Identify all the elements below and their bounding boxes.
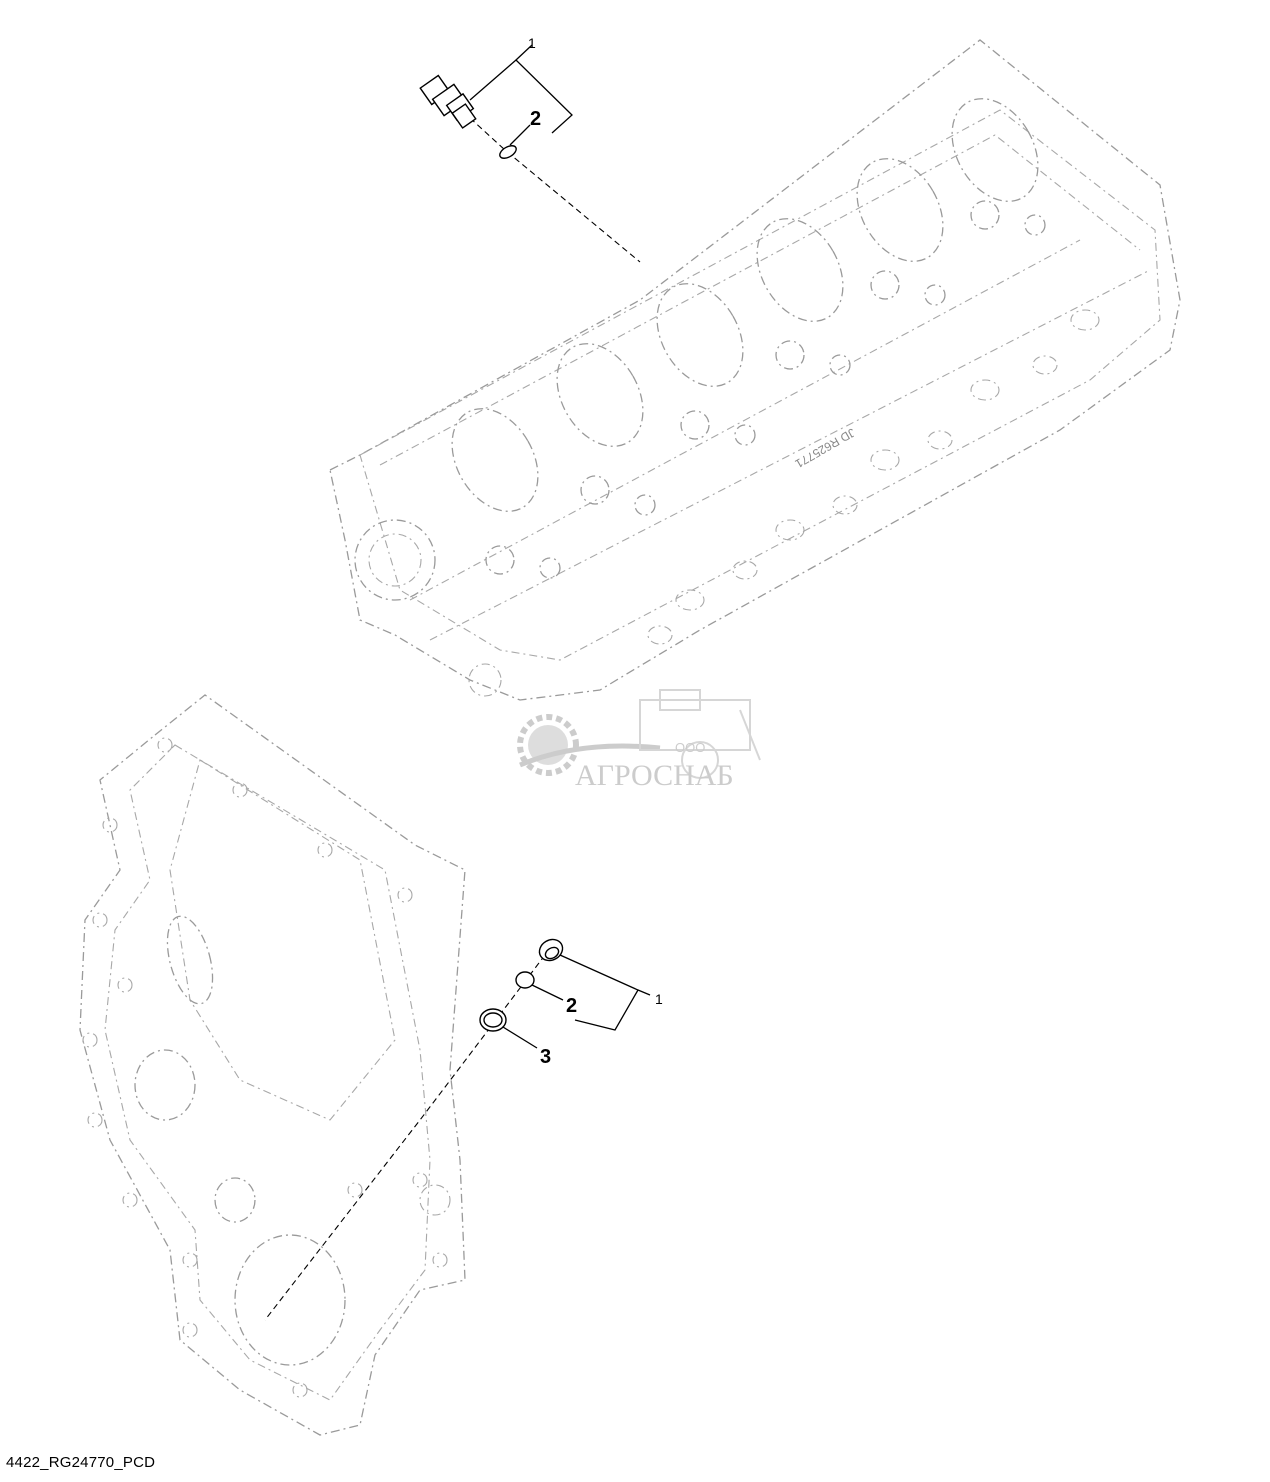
- gear-logo-icon: [517, 714, 661, 776]
- upper-sensor-assembly: 1 2: [419, 35, 641, 263]
- o-ring-icon: [515, 971, 535, 989]
- cover-bolt-holes: [82, 737, 448, 1398]
- temperature-sensor-icon: [419, 74, 477, 129]
- side-ports: [647, 309, 1100, 645]
- watermark-prefix: ООО: [675, 740, 705, 755]
- watermark: ООО АГРОСНАБ: [517, 689, 761, 792]
- upper-explosion-line: [469, 117, 641, 263]
- callout-2-upper: 2: [530, 108, 541, 130]
- speed-sensor-icon: [538, 938, 564, 962]
- o-ring-icon: [499, 145, 517, 159]
- callout-3-lower: 3: [540, 1046, 551, 1068]
- harvester-logo-icon: [639, 689, 761, 779]
- figure-code: 4422_RG24770_PCD: [6, 1454, 156, 1471]
- injector-bosses: [485, 200, 1046, 579]
- cylinder-bores: [451, 98, 1039, 512]
- cylinder-head-outline: JD R625771: [329, 39, 1181, 701]
- callout-2-lower: 2: [566, 995, 577, 1017]
- watermark-brand: АГРОСНАБ: [575, 759, 734, 792]
- timing-cover-outline: [79, 694, 466, 1436]
- lower-explosion-line: [264, 954, 546, 1321]
- lower-sensor-assembly: 1 2 3: [264, 938, 663, 1321]
- callout-1-upper: 1: [528, 35, 536, 51]
- callout-1-lower: 1: [655, 991, 663, 1007]
